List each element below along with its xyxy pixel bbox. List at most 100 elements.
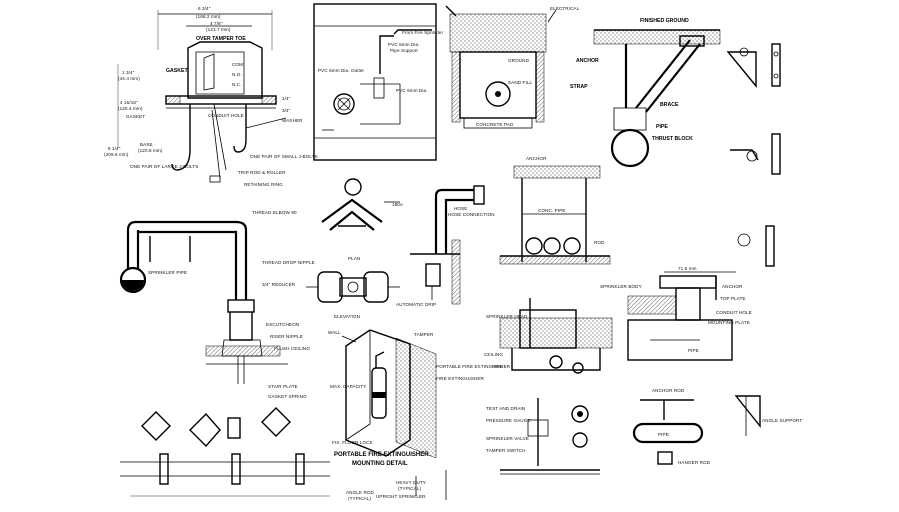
label-hose-connection: HOSE CONNECTION <box>448 212 495 217</box>
panel-sprinkler-mounting: 71.6 mm SPRINKLER BODY ANCHOR CONDUIT HO… <box>600 266 752 361</box>
panel-pipe-brace: FINISHED GROUND ANCHOR STRAP BRACE PIPE … <box>570 18 721 168</box>
panel-tamper-switch: 6 3/4" (168.2 mm) 4 7/8" (123.7 mm) OVER… <box>104 6 318 187</box>
label-mounting-plate: MOUNTING PLATE <box>708 320 750 325</box>
label-sprinkler-body: SPRINKLER BODY <box>600 284 642 289</box>
label-test-and-drain: TEST AND DRAIN <box>486 406 525 411</box>
label-typical-2: (TYPICAL) <box>348 496 371 501</box>
label-upright-sprinkler: UPRIGHT SPRINKLER <box>376 494 426 499</box>
label-flush-ceiling: FLUSH CEILING <box>274 346 310 351</box>
label-pressure-gauge: PRESSURE GAUGE <box>486 418 531 423</box>
label-no: N.O. <box>232 72 242 77</box>
dim-125mm: (125.4 mm) <box>118 106 143 111</box>
panel-underground-box: ELECTRICAL GROUND SAND FILL CONCRETE PAD <box>445 5 580 129</box>
dim-44mm: (44.4 mm) <box>118 76 140 81</box>
label-portable-fire: PORTABLE FIRE EXTINGUISHER <box>436 364 511 369</box>
label-anchor: ANCHOR <box>576 58 599 64</box>
label-elevation: ELEVATION <box>334 314 360 319</box>
panel-right-details <box>726 43 781 267</box>
label-180: 180o <box>392 202 403 207</box>
label-concrete-pad: CONCRETE PAD <box>476 122 514 127</box>
dim-1-4: 1/4" <box>282 96 291 101</box>
label-top-plate: TOP PLATE <box>720 296 746 301</box>
label-tamper: TAMPER <box>414 332 434 337</box>
label-thread-drop-nipple: THREAD DROP NIPPLE <box>262 260 315 265</box>
label-pipe-k: PIPE <box>688 348 699 353</box>
label-escutcheon: ESCUTCHEON <box>266 322 299 327</box>
label-pipe-d: PIPE <box>656 124 668 130</box>
label-reducer: 3/4" REDUCER <box>262 282 296 287</box>
label-over-tamper: OVER TAMPER TOE <box>196 36 246 42</box>
label-brace: BRACE <box>660 102 679 108</box>
panel-valve-assembly: TEST AND DRAIN PRESSURE GAUGE SPRINKLER … <box>486 398 600 475</box>
label-plan: PLAN <box>348 256 360 261</box>
panel-anchored-pipes: ANCHOR CONC. PIPE ROD <box>499 156 611 265</box>
panel-ceiling-section: SPRINKLER HEAD CEILING PIPE <box>484 298 613 374</box>
label-angle-rod: ANGLE ROD <box>346 490 375 495</box>
label-pvc-6mm: PVC 6mm Dia. <box>388 42 420 47</box>
label-trip-rod: TRIP ROD & ROLLER <box>238 170 286 175</box>
dim-1-3-4: 1 3/4" <box>122 70 135 75</box>
panel-bottom-labels: HEAVY DUTY (TYPICAL) UPRIGHT SPRINKLER A… <box>346 470 447 501</box>
label-gasket-top: GASKET <box>166 68 188 74</box>
label-stair-plate: STAIR PLATE <box>268 384 298 389</box>
label-retaining-ring: RETAINING RING <box>244 182 283 187</box>
label-electrical: ELECTRICAL <box>550 6 580 11</box>
dim-123mm: (123.7 mm) <box>206 27 231 32</box>
panel-sprinkler-fittings <box>120 407 330 497</box>
dim-8-1-4: 8 1/4" <box>108 146 121 151</box>
label-strap: STRAP <box>570 84 588 90</box>
label-floor-lock: FIX. FLOOR LOCK <box>332 440 374 445</box>
panel-hose-connection: HOSE HOSE CONNECTION AUTOMATIC DRIP <box>396 185 495 307</box>
label-pvc-right: PVC 6mm Dia. <box>396 88 428 93</box>
label-pvc-outlet: PVC 6mm Dia. Outlet <box>318 68 364 73</box>
label-sprinkler-head-j: SPRINKLER HEAD <box>486 314 528 319</box>
dim-120mm: (120.8 mm) <box>138 148 163 153</box>
label-sprinkler-valve: SPRINKLER VALVE <box>486 436 529 441</box>
dim-6-3-4: 6 3/4" <box>198 6 211 11</box>
label-gasket-bottom: GASKET <box>126 114 145 119</box>
label-conduit-hole-k: CONDUIT HOLE <box>716 310 752 315</box>
label-nc: N.C. <box>232 82 242 87</box>
dim-4-15-16: 4 15/16" <box>120 100 138 105</box>
label-max-capacity: MAX. CAPACITY <box>330 384 366 389</box>
label-tamper-switch: TAMPER SWITCH <box>486 448 526 453</box>
label-pipe-m: PIPE <box>658 432 669 437</box>
label-heavy-duty: HEAVY DUTY <box>396 480 426 485</box>
label-washer: WASHER <box>282 118 303 123</box>
label-base: BASE <box>140 142 153 147</box>
label-sprinkler-pipe: SPRINKLER PIPE <box>148 270 187 275</box>
label-small-jbolts: ONE PAIR OF SMALL J-BOLTS <box>250 154 318 159</box>
dim-3-4: 3/4" <box>282 108 291 113</box>
dim-4-7-8: 4 7/8" <box>210 21 223 26</box>
dim-209mm: (209.6 mm) <box>104 152 129 157</box>
label-riser-nipple: RISER NIPPLE <box>270 334 303 339</box>
label-pipe-j: PIPE <box>492 364 503 369</box>
label-gasket-spring: GASKET SPRING <box>268 394 307 399</box>
label-typical-1: (TYPICAL) <box>398 486 421 491</box>
subtitle-mounting-detail: MOUNTING DETAIL <box>352 461 408 467</box>
label-automatic-drip: AUTOMATIC DRIP <box>396 302 436 307</box>
label-from-fire-sprinkler: From Fire Sprinkler <box>402 30 444 35</box>
title-portable-extinguisher: PORTABLE FIRE EXTINGUISHER <box>334 452 429 458</box>
label-rod: ROD <box>594 240 605 245</box>
label-ceiling-j: CEILING <box>484 352 503 357</box>
label-finished-ground: FINISHED GROUND <box>640 18 689 24</box>
label-conc-pipe: CONC. PIPE <box>538 208 566 213</box>
label-com: COM <box>232 62 243 67</box>
panel-plan-elevation: PLAN ELEVATION 180o <box>306 178 403 319</box>
panel-pipe-hanger: ANCHOR ROD HANGER ROD PIPE ANGLE SUPPORT <box>632 388 802 465</box>
label-pipe-support: Pipe Support <box>390 48 418 53</box>
label-anchor-h: ANCHOR <box>526 156 547 161</box>
label-anchor-k: ANCHOR <box>722 284 743 289</box>
label-thrust-block: THRUST BLOCK <box>652 136 693 142</box>
label-sand-fill: SAND FILL <box>508 80 532 85</box>
label-fire-extinguisher: FIRE EXTINGUISHER <box>436 376 484 381</box>
label-thread-elbow: THREAD ELBOW 90 <box>252 210 297 215</box>
label-hanger-rod: HANGER ROD <box>678 460 711 465</box>
label-conduit-hole: CONDUIT HOLE <box>208 113 244 118</box>
label-hose-conn-1: HOSE <box>454 206 467 211</box>
panel-fire-extinguisher: WALL MAX. CAPACITY TAMPER PORTABLE FIRE … <box>328 329 511 467</box>
label-wall: WALL <box>328 330 341 335</box>
dim-168mm: (168.2 mm) <box>196 14 221 19</box>
